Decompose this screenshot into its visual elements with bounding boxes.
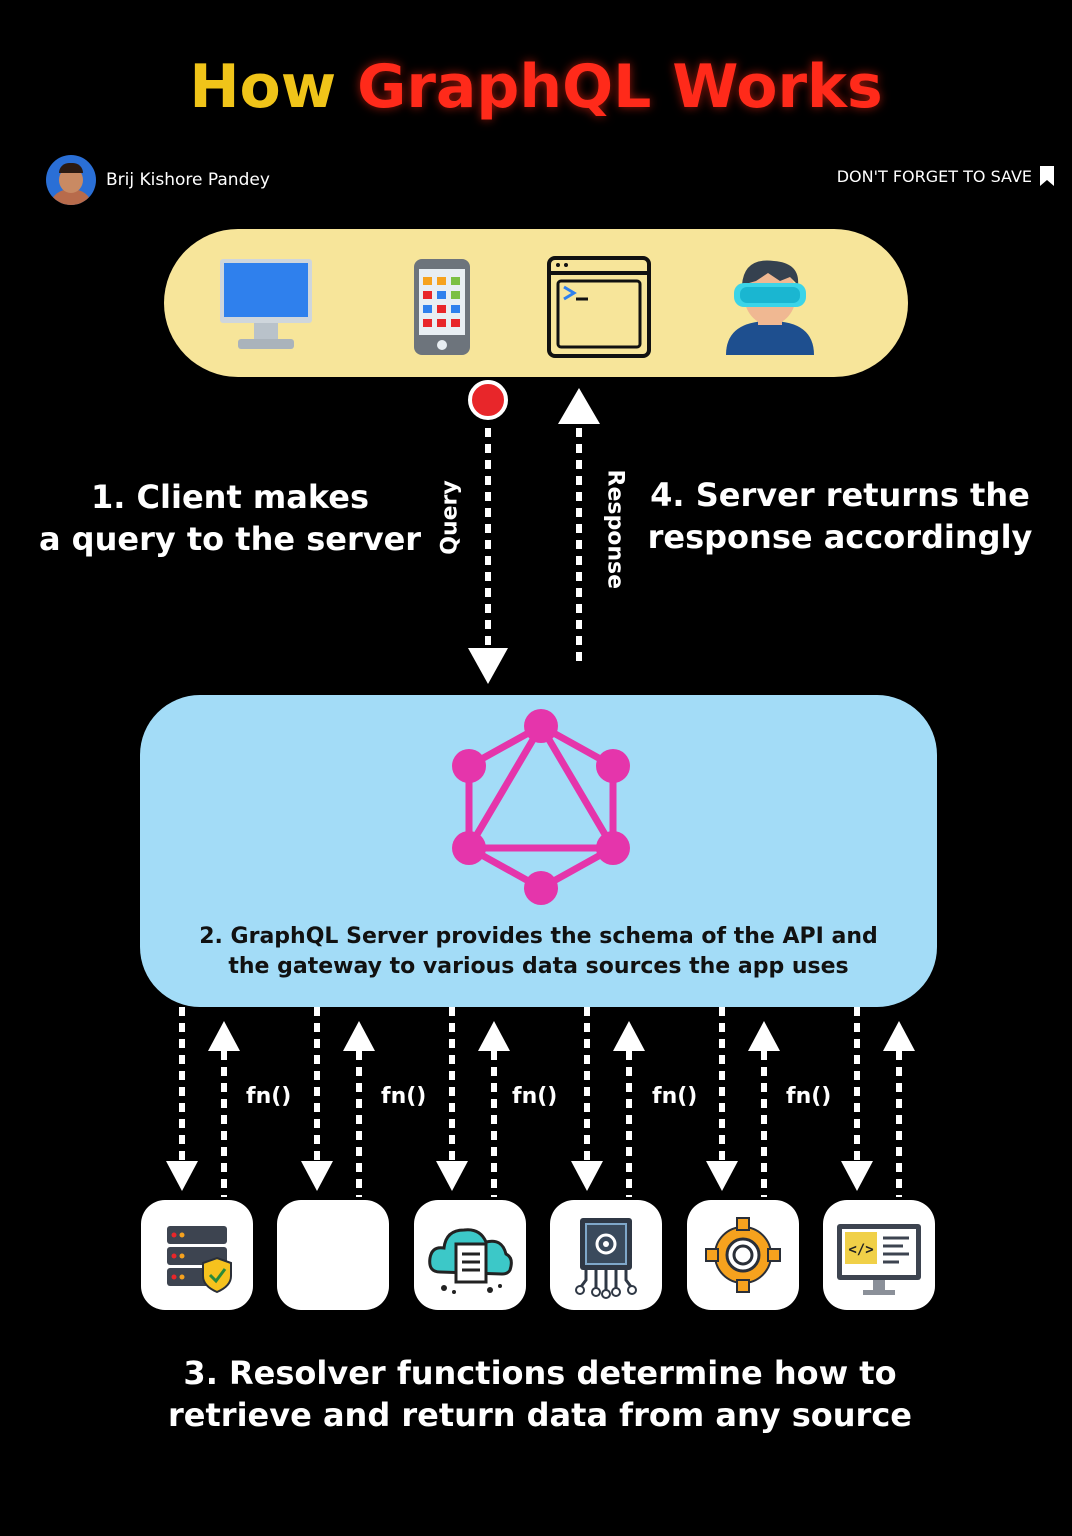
cloud-document-icon — [428, 1228, 513, 1294]
avatar — [46, 155, 96, 205]
step-4-line-1: 4. Server returns the — [650, 476, 1030, 514]
data-source-microchip — [550, 1200, 662, 1310]
step-3-line-2: retrieve and return data from any source — [168, 1396, 912, 1434]
step-3-line-1: 3. Resolver functions determine how to — [183, 1354, 897, 1392]
secure-database-server-icon — [167, 1226, 232, 1294]
query-label: Query — [437, 480, 463, 555]
author-badge: Brij Kishore Pandey — [46, 155, 270, 205]
mobile-phone-icon — [414, 259, 470, 355]
resolver-fn-label: fn() — [786, 1084, 832, 1109]
data-source-cloud-document — [414, 1200, 526, 1310]
page-title: How GraphQL Works — [0, 52, 1072, 122]
query-arrowhead-down — [468, 648, 508, 684]
desktop-icon — [220, 259, 312, 349]
response-arrowhead-up — [558, 388, 600, 424]
client-bar — [164, 229, 908, 377]
code-monitor-icon: </> — [837, 1224, 921, 1295]
step-4-line-2: response accordingly — [647, 518, 1033, 556]
step-2-text: 2. GraphQL Server provides the schema of… — [140, 922, 937, 982]
data-source-code-monitor: </> — [823, 1200, 935, 1310]
title-how: How — [189, 52, 337, 122]
step-2-line-2: the gateway to various data sources the … — [228, 954, 849, 979]
step-1-text: 1. Client makes a query to the server — [30, 476, 430, 560]
data-source-secure-server — [141, 1200, 253, 1310]
data-source-gear — [687, 1200, 799, 1310]
svg-text:</>: </> — [848, 1242, 873, 1258]
query-response-connector — [468, 380, 600, 684]
author-name: Brij Kishore Pandey — [106, 170, 270, 190]
response-label: Response — [602, 469, 628, 590]
gear-icon — [705, 1217, 781, 1293]
title-graphql-works: GraphQL Works — [357, 52, 883, 122]
step-4-text: 4. Server returns the response according… — [640, 474, 1040, 558]
save-reminder-text: DON'T FORGET TO SAVE — [836, 166, 1032, 186]
step-3-text: 3. Resolver functions determine how to r… — [100, 1352, 980, 1436]
step-1-line-1: 1. Client makes — [90, 478, 369, 516]
save-reminder: DON'T FORGET TO SAVE — [837, 166, 1054, 186]
data-source-blank — [277, 1200, 389, 1310]
vr-headset-user-icon — [726, 260, 814, 355]
step-1-line-2: a query to the server — [38, 520, 422, 558]
terminal-window-icon — [547, 256, 651, 358]
microchip-icon — [575, 1218, 637, 1299]
resolver-fn-label: fn() — [381, 1084, 427, 1109]
resolver-fn-label: fn() — [246, 1084, 292, 1109]
step-2-line-1: 2. GraphQL Server provides the schema of… — [199, 924, 878, 949]
graphql-logo-icon — [452, 709, 630, 905]
resolver-fn-label: fn() — [512, 1084, 558, 1109]
bookmark-icon — [1040, 166, 1054, 186]
resolver-connectors — [166, 1007, 915, 1197]
resolver-fn-label: fn() — [652, 1084, 698, 1109]
query-start-dot — [468, 380, 508, 420]
